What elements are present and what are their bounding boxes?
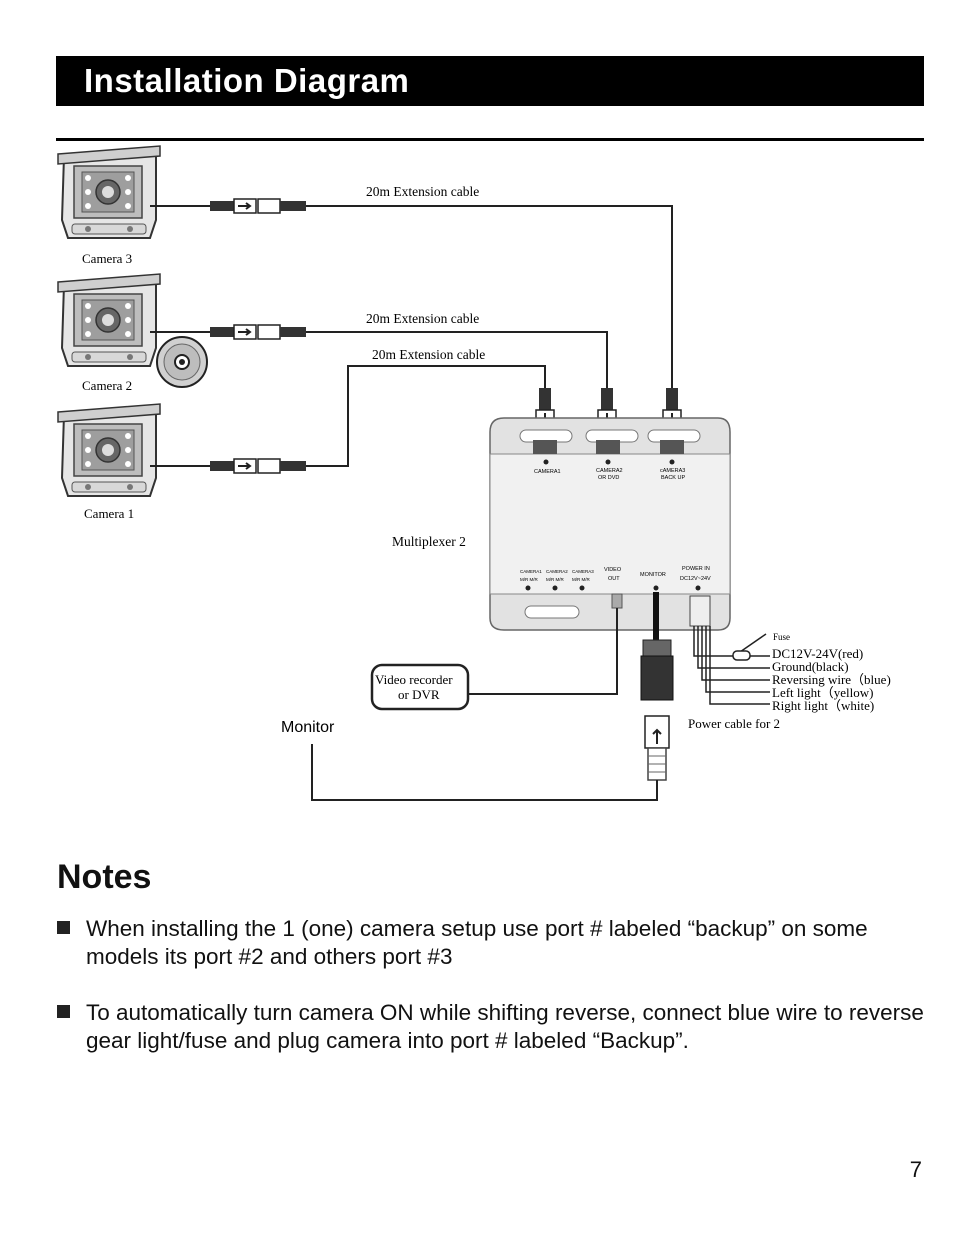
extension-connector-3 — [209, 198, 307, 214]
sw-sub-3: M/R M/R — [572, 577, 590, 582]
wire-black-label: Ground(black) — [772, 659, 849, 674]
dvr-label-line2: or DVR — [398, 687, 440, 702]
port-camera2-label-line1: CAMERA2 — [596, 468, 623, 474]
wire-blue-label: Reversing wire（blue) — [772, 672, 891, 687]
camera-2 — [57, 273, 161, 367]
extension-connector-1 — [209, 458, 307, 474]
ext-cable-label-3: 20m Extension cable — [366, 184, 479, 199]
power-wires — [693, 626, 770, 705]
camera-1 — [57, 403, 161, 497]
note-text: When installing the 1 (one) camera setup… — [86, 916, 868, 969]
camera-1-label: Camera 1 — [84, 506, 134, 521]
installation-diagram: Camera 3 Camera 2 Camera 1 20m Extension… — [57, 145, 891, 801]
ext-cable-label-1: 20m Extension cable — [372, 347, 485, 362]
video-out-label-line2: OUT — [608, 576, 620, 582]
camera-3 — [57, 145, 161, 239]
video-out-label-line1: VIDEO — [604, 567, 622, 573]
bullet-square-icon — [57, 921, 70, 934]
monitor-port-label: MONITOR — [640, 572, 666, 578]
wire-white-label: Right light（white) — [772, 698, 874, 713]
page-number: 7 — [909, 1157, 922, 1182]
port-camera2-label-line2: OR DVD — [598, 475, 619, 481]
power-in-label-line1: POWER IN — [682, 566, 710, 572]
port-camera3-label-line1: cAMERA3 — [660, 468, 685, 474]
ext-cable-label-2: 20m Extension cable — [366, 311, 479, 326]
bullet-square-icon — [57, 1005, 70, 1018]
power-cable-label: Power cable for 2 — [688, 716, 780, 731]
dvr-box — [370, 663, 470, 711]
camera-3-label: Camera 3 — [82, 251, 132, 266]
disc-icon — [156, 336, 208, 388]
sw-sub-2: M/R M/R — [546, 577, 564, 582]
port-camera1-label: CAMERA1 — [534, 469, 561, 475]
port-camera3-label-line2: BACK UP — [661, 475, 685, 481]
notes-heading: Notes — [57, 858, 152, 896]
dvr-label-line1: Video recorder — [375, 672, 453, 687]
multiplexer-box — [489, 417, 731, 631]
monitor-plug — [640, 639, 674, 781]
power-in-label-line2: DC12V~24V — [680, 576, 711, 582]
sw-label-2: CAMERA2 — [546, 569, 568, 574]
fuse-label: Fuse — [773, 632, 790, 642]
header-bar: Installation Diagram — [56, 56, 924, 106]
multiplexer-label: Multiplexer 2 — [392, 534, 466, 549]
extension-connector-2 — [209, 324, 307, 340]
note-text: To automatically turn camera ON while sh… — [86, 1000, 924, 1053]
sw-label-1: CAMERA1 — [520, 569, 542, 574]
wire-yellow-label: Left light（yellow) — [772, 685, 873, 700]
camera-2-label: Camera 2 — [82, 378, 132, 393]
sw-sub-1: M/R M/R — [520, 577, 538, 582]
divider — [56, 138, 924, 141]
sw-label-3: CAMERA3 — [572, 569, 594, 574]
wire-red-label: DC12V-24V(red) — [772, 646, 863, 661]
fuse-icon — [732, 650, 751, 661]
monitor-label: Monitor — [281, 719, 335, 736]
page-title: Installation Diagram — [84, 62, 410, 99]
